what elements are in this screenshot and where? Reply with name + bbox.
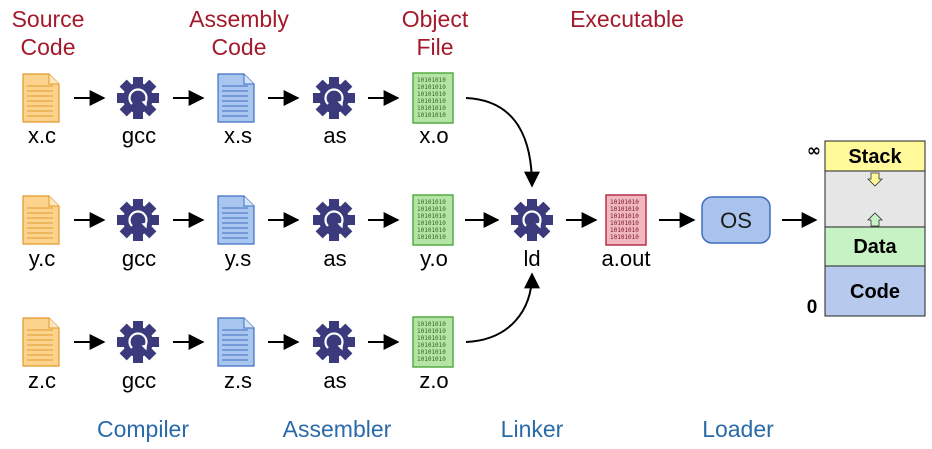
os-box [701, 196, 771, 244]
source-file-icon [22, 195, 60, 245]
binary-text: 10101010 [417, 220, 446, 227]
binary-text: 10101010 [417, 234, 446, 241]
binary-text: 10101010 [610, 234, 639, 241]
memory-code-segment [824, 265, 926, 317]
assembler-label: as [323, 123, 346, 148]
assembler-gear-icon [311, 319, 357, 365]
stage-compiler-label: Compiler [97, 416, 189, 442]
memory-data-label: Data [853, 236, 897, 258]
header-assembly-line2: Code [212, 34, 267, 60]
header-assembly-line1: Assembly [189, 6, 289, 32]
binary-text: 10101010 [417, 199, 446, 206]
binary-text: 10101010 [610, 213, 639, 220]
binary-text: 10101010 [417, 91, 446, 98]
memory-bottom-marker: 0 [807, 297, 818, 318]
binary-text: 10101010 [417, 349, 446, 356]
binary-text: 10101010 [417, 105, 446, 112]
memory-data-segment [824, 226, 926, 267]
executable-file-label: a.out [602, 246, 651, 271]
pipeline-row-x: x.c gcc x.s as 10101010 10101010 1010101… [22, 72, 454, 148]
object-file-icon: 10101010 10101010 10101010 10101010 1010… [412, 194, 454, 246]
binary-text: 10101010 [417, 227, 446, 234]
header-object-line1: Object [402, 6, 469, 32]
link-arrow-top [465, 97, 540, 188]
binary-text: 10101010 [417, 84, 446, 91]
memory-stack-label: Stack [848, 146, 902, 168]
header-source-line2: Code [21, 34, 76, 60]
pipeline-row-z: z.c gcc z.s as 10101010 10101010 1010101… [22, 316, 454, 393]
binary-text: 10101010 [417, 213, 446, 220]
executable-file-icon: 10101010 10101010 10101010 10101010 1010… [605, 194, 647, 246]
object-file-label: x.o [419, 123, 448, 148]
link-arrow-bottom [465, 272, 540, 343]
source-file-label: x.c [28, 123, 56, 148]
pipeline-row-y: y.c gcc y.s as 10101010 10101010 1010101… [22, 194, 454, 271]
linker-gear-icon [509, 197, 555, 243]
data-grow-up-icon [867, 212, 883, 227]
binary-text: 10101010 [610, 220, 639, 227]
binary-text: 10101010 [417, 356, 446, 363]
binary-text: 10101010 [417, 98, 446, 105]
stack-grow-down-icon [867, 172, 883, 187]
header-source-line1: Source [12, 6, 85, 32]
memory-layout: Stack Data Code ∞ 0 [807, 140, 926, 318]
object-file-label: z.o [419, 368, 448, 393]
binary-text: 10101010 [417, 335, 446, 342]
object-file-icon: 10101010 10101010 10101010 10101010 1010… [412, 72, 454, 124]
compiler-label: gcc [122, 246, 156, 271]
source-file-label: y.c [29, 246, 55, 271]
compiler-gear-icon [115, 75, 161, 121]
object-file-label: y.o [420, 246, 448, 271]
source-file-icon [22, 73, 60, 123]
assembler-gear-icon [311, 75, 357, 121]
source-file-icon [22, 317, 60, 367]
assembly-file-label: y.s [225, 246, 251, 271]
binary-text: 10101010 [610, 227, 639, 234]
binary-text: 10101010 [610, 199, 639, 206]
assembly-file-label: z.s [224, 368, 252, 393]
memory-stack-segment [824, 140, 926, 172]
binary-text: 10101010 [417, 112, 446, 119]
assembly-file-icon [217, 195, 255, 245]
binary-text: 10101010 [417, 206, 446, 213]
binary-text: 10101010 [610, 206, 639, 213]
assembly-file-icon [217, 73, 255, 123]
binary-text: 10101010 [417, 328, 446, 335]
assembler-label: as [323, 246, 346, 271]
compiler-label: gcc [122, 123, 156, 148]
memory-top-marker: ∞ [807, 141, 821, 161]
assembly-file-icon [217, 317, 255, 367]
assembly-file-label: x.s [224, 123, 252, 148]
compiler-gear-icon [115, 197, 161, 243]
os-label: OS [720, 208, 752, 233]
compiler-gear-icon [115, 319, 161, 365]
stage-loader-label: Loader [702, 416, 774, 442]
assembler-label: as [323, 368, 346, 393]
source-file-label: z.c [28, 368, 56, 393]
assembler-gear-icon [311, 197, 357, 243]
binary-text: 10101010 [417, 77, 446, 84]
object-file-icon: 10101010 10101010 10101010 10101010 1010… [412, 316, 454, 368]
compiler-label: gcc [122, 368, 156, 393]
memory-code-label: Code [850, 281, 900, 303]
header-object-line2: File [416, 34, 453, 60]
stage-assembler-label: Assembler [283, 416, 392, 442]
header-executable: Executable [570, 6, 684, 32]
stage-linker-label: Linker [501, 416, 564, 442]
binary-text: 10101010 [417, 342, 446, 349]
binary-text: 10101010 [417, 321, 446, 328]
linker-label: ld [523, 246, 540, 271]
